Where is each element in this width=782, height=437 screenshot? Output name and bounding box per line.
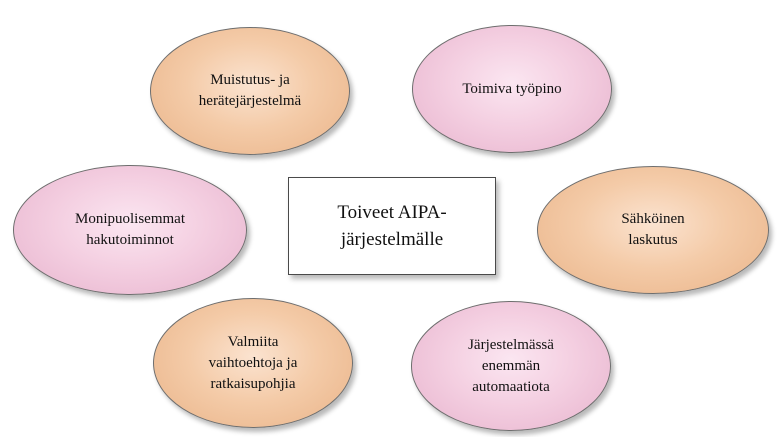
idea-node-label: Toimiva työpino (462, 80, 562, 97)
central-topic-label: Toiveet AIPA- järjestelmälle (337, 202, 447, 250)
idea-node-label: Sähköinen laskutus (621, 211, 685, 248)
idea-node-label: Monipuolisemmat hakutoiminnot (75, 211, 185, 248)
idea-node-automation: Järjestelmässä enemmän automaatiota (411, 301, 611, 431)
idea-node-ready-templates: Valmiita vaihtoehtoja ja ratkaisupohjia (153, 298, 353, 428)
idea-node-search-functions: Monipuolisemmat hakutoiminnot (13, 165, 247, 295)
idea-node-label: Järjestelmässä enemmän automaatiota (468, 336, 554, 395)
idea-node-reminder-system: Muistutus- ja herätejärjestelmä (150, 27, 350, 155)
idea-node-label: Muistutus- ja herätejärjestelmä (198, 72, 302, 109)
idea-node-electronic-invoicing: Sähköinen laskutus (537, 166, 769, 294)
idea-node-work-queue: Toimiva työpino (412, 25, 612, 153)
idea-node-label: Valmiita vaihtoehtoja ja ratkaisupohjia (208, 333, 298, 392)
central-topic-box: Toiveet AIPA- järjestelmälle (288, 177, 496, 275)
